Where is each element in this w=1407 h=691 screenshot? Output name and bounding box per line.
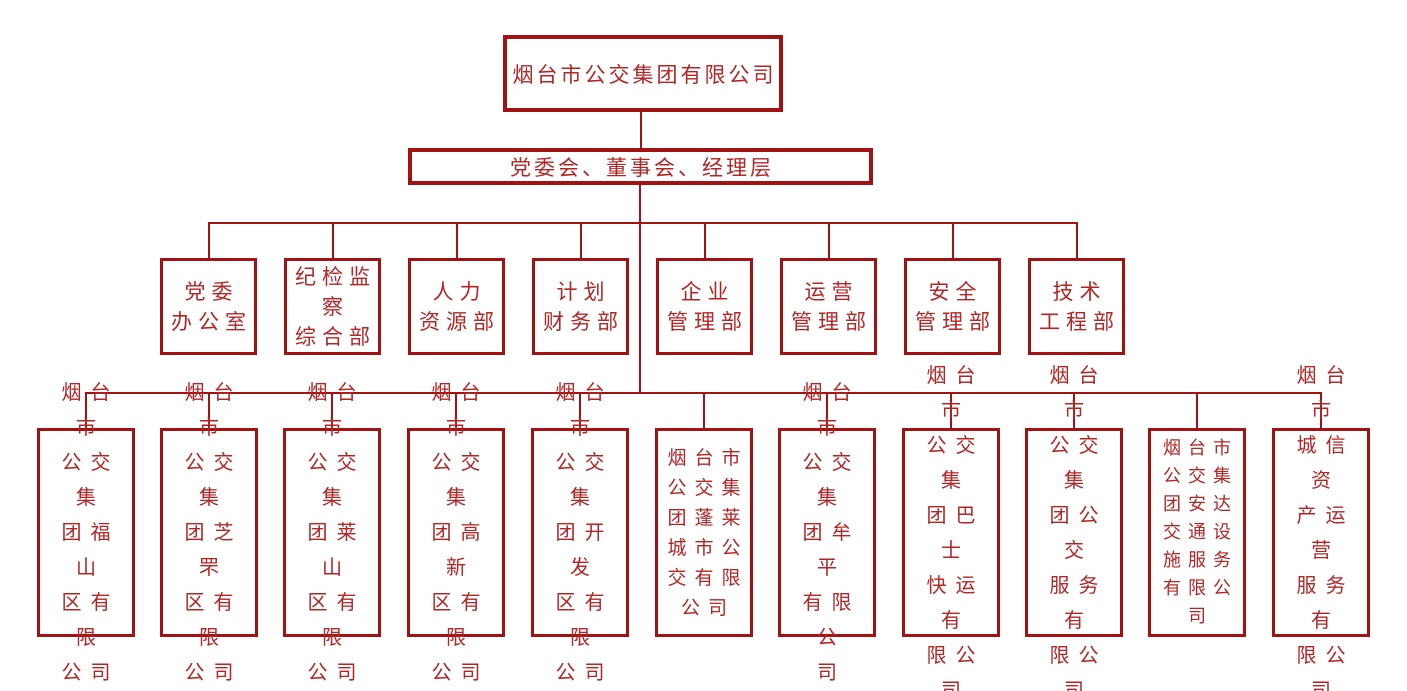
dept-drop-line (456, 222, 458, 258)
dept-node-party-office: 党委 办公室 (160, 258, 257, 355)
subsidiary-node-penglai: 烟台市 公交集 团蓬莱 城市公 交有限 公司 (655, 428, 753, 637)
connector-root-governance (640, 112, 642, 148)
dept-connector-rail (208, 222, 1078, 224)
dept-node-operations-management: 运营 管理部 (780, 258, 877, 355)
dept-drop-line (704, 222, 706, 258)
subsidiary-drop-line (1196, 392, 1198, 428)
subsidiary-drop-line (1073, 392, 1075, 428)
subsidiary-node-zhifu: 烟台市 公交集 团芝罘 区有限 公司 (160, 380, 258, 684)
dept-node-discipline-inspection: 纪检监 察 综合部 (284, 258, 381, 355)
dept-drop-line (208, 222, 210, 258)
subsidiary-node-laishan: 烟台市 公交集 团莱山 区有限 公司 (283, 380, 381, 684)
dept-drop-line (1076, 222, 1078, 258)
dept-node-enterprise-management: 企业 管理部 (656, 258, 753, 355)
subsidiary-drop-line (455, 392, 457, 428)
subsidiary-drop-line (85, 392, 87, 428)
subsidiary-node-bus-express: 烟台市 公交集 团巴士 快运有 限公司 (902, 363, 1000, 691)
org-node-group-company: 烟台市公交集团有限公司 (503, 35, 783, 112)
connector-governance-trunk (639, 185, 641, 393)
subsidiary-node-bus-service: 烟台市 公交集 团公交 服务有 限公司 (1025, 363, 1123, 691)
subsidiary-node-chengxin-assets: 烟台市 城信资 产运营 服务有 限公司 (1272, 363, 1370, 691)
subsidiary-drop-line (950, 392, 952, 428)
subsidiary-drop-line (331, 392, 333, 428)
dept-node-technology-engineering: 技术 工程部 (1028, 258, 1125, 355)
subsidiary-node-muping: 烟台市 公交集 团牟平 有限公 司 (778, 380, 876, 684)
dept-node-planning-finance: 计划 财务部 (532, 258, 629, 355)
subsidiary-drop-line (703, 392, 705, 428)
subsidiary-drop-line (1320, 392, 1322, 428)
dept-drop-line (332, 222, 334, 258)
subsidiary-drop-line (826, 392, 828, 428)
subsidiary-drop-line (208, 392, 210, 428)
subsidiary-node-gaoxin: 烟台市 公交集 团高新 区有限 公司 (407, 380, 505, 684)
dept-drop-line (580, 222, 582, 258)
subsidiary-node-anda-traffic-facilities: 烟台市 公交集 团安达 交通设 施服务 有限公 司 (1148, 428, 1246, 637)
subsidiary-node-fushan: 烟台市 公交集 团福山 区有限 公司 (37, 380, 135, 684)
dept-drop-line (952, 222, 954, 258)
subsidiary-node-kaifa: 烟台市 公交集 团开发 区有限 公司 (531, 380, 629, 684)
dept-node-safety-management: 安全 管理部 (904, 258, 1001, 355)
dept-node-human-resources: 人力 资源部 (408, 258, 505, 355)
subsidiary-drop-line (579, 392, 581, 428)
org-node-governance: 党委会、董事会、经理层 (408, 148, 873, 185)
dept-drop-line (828, 222, 830, 258)
